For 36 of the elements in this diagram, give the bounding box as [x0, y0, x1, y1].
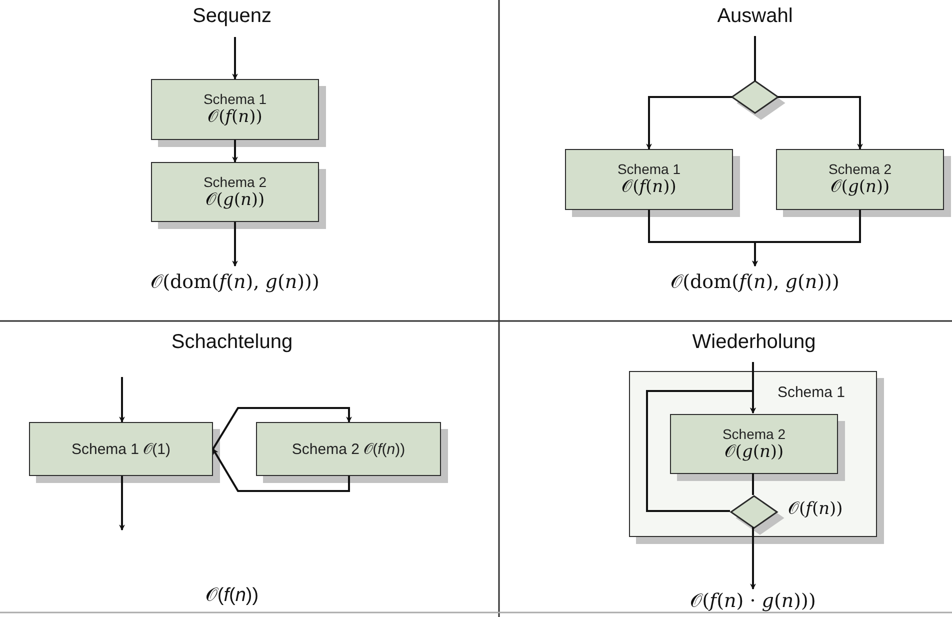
box-title: Schema 1	[203, 91, 267, 108]
complexity-formula: 𝒪(f(n))	[205, 586, 259, 605]
decision-diamond	[731, 496, 777, 528]
arrow	[778, 96, 863, 150]
arrow	[646, 96, 732, 150]
arrow	[646, 390, 756, 512]
complexity-formula: 𝒪(dom(f(n), g(n)))	[100, 266, 370, 298]
arrow	[119, 476, 125, 531]
panel-heading: Auswahl	[717, 6, 793, 26]
box-title: Schema 2	[722, 426, 786, 442]
complexity-formula: 𝒪(g(n))	[724, 442, 784, 462]
box-title: Schema 2	[203, 174, 267, 190]
complexity-formula: 𝒪(g(n))	[830, 177, 890, 198]
complexity-formula: 𝒪(g(n))	[205, 190, 265, 210]
complexity-formula: 𝒪(f(n))	[208, 107, 262, 128]
arrow	[212, 448, 350, 492]
panel-heading: Wiederholung	[692, 332, 816, 352]
arrow	[750, 527, 756, 590]
box-text: Schema 2 𝒪(f(n))	[292, 440, 406, 458]
arrow	[232, 222, 238, 267]
box-title: Schema 2	[828, 161, 892, 178]
panel-heading: Sequenz	[192, 6, 272, 26]
box-title: Schema 1	[777, 384, 845, 401]
complexity-formula: 𝒪(dom(f(n), g(n)))	[620, 266, 890, 298]
complexity-formula: 𝒪(f(n))	[622, 177, 676, 198]
arrow	[752, 210, 861, 267]
panel-heading: Schachtelung	[171, 332, 293, 352]
decision-diamond	[732, 81, 778, 113]
box-title: Schema 1	[617, 161, 681, 178]
arrow	[212, 407, 352, 450]
complexity-formula: 𝒪(f(n) · g(n)))	[640, 589, 866, 613]
arrow	[119, 377, 125, 423]
box-text: Schema 1 𝒪(1)	[71, 440, 171, 458]
arrow	[232, 140, 238, 163]
arrow	[232, 37, 238, 80]
complexity-formula: 𝒪(f(n))	[788, 499, 843, 520]
